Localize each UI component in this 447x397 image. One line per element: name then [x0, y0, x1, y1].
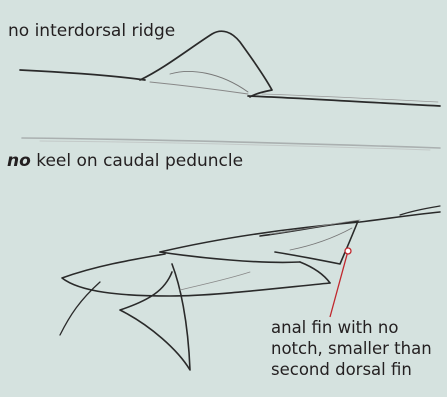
label-anal-fin-line-3: second dorsal fin [271, 359, 446, 380]
label-no-interdorsal-ridge: no interdorsal ridge [8, 21, 175, 41]
label-no-keel: no keel on caudal peduncle [7, 151, 243, 171]
label-no-keel-text: keel on caudal peduncle [31, 151, 243, 171]
label-no-keel-emphasis: no [7, 151, 31, 171]
label-anal-fin: anal fin with no notch, smaller than sec… [271, 317, 446, 380]
anal-fin-leader-dot [345, 248, 351, 254]
label-anal-fin-line-2: notch, smaller than [271, 338, 446, 359]
label-anal-fin-line-1: anal fin with no [271, 317, 446, 338]
